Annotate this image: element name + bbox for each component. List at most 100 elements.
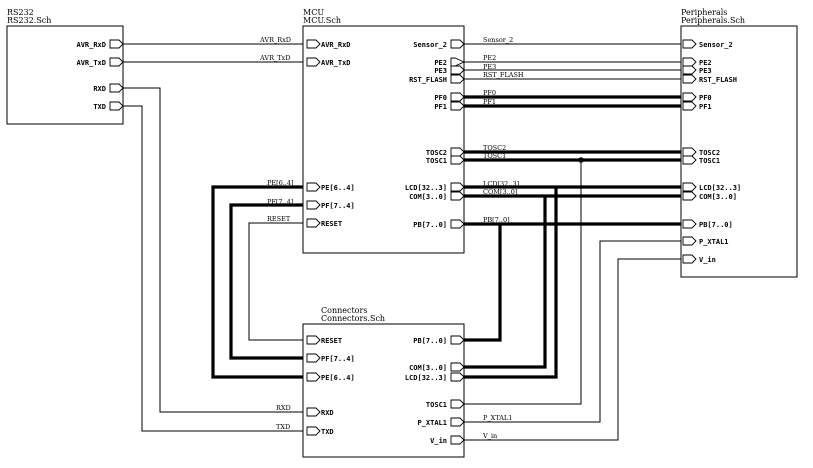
wire-reset[interactable] — [248, 222, 307, 341]
peripherals-pin-pb: PB[7..0] — [699, 221, 733, 229]
net-label-tosc1: TOSC1 — [483, 152, 506, 160]
connectors-port-lcd[interactable] — [450, 372, 465, 382]
mcu-pin-pf0: PF0 — [434, 94, 447, 102]
connectors-filename: Connectors.Sch — [321, 314, 385, 323]
wire-txd[interactable] — [123, 105, 307, 432]
connectors-pin-com: COM[3..0] — [409, 364, 447, 372]
mcu-pin-sensor2: Sensor_2 — [413, 41, 447, 49]
mcu-port-avr-rxd[interactable] — [306, 39, 321, 49]
peripherals-port-tosc2[interactable] — [682, 147, 697, 157]
connectors-pin-txd: TXD — [321, 428, 334, 436]
mcu-port-pe3[interactable] — [450, 65, 465, 75]
wire-com-connector[interactable] — [464, 196, 547, 369]
rs232-port-rxd[interactable] — [109, 83, 124, 93]
connectors-body[interactable] — [302, 323, 465, 458]
net-label-com: COM[3..0] — [483, 188, 517, 196]
mcu-port-sensor2[interactable] — [450, 39, 465, 49]
mcu-port-pe[interactable] — [306, 182, 321, 192]
net-label-rst-flash: RST_FLASH — [483, 71, 524, 79]
wire-pe-bus[interactable] — [211, 185, 307, 379]
net-label-pe: PE[6..4] — [267, 179, 294, 187]
mcu-port-pf1[interactable] — [450, 101, 465, 111]
peripherals-port-com[interactable] — [682, 191, 697, 201]
connectors-title: Connectors — [321, 306, 367, 315]
peripherals-port-pe2[interactable] — [682, 57, 697, 67]
connectors-port-pf[interactable] — [306, 353, 321, 363]
peripherals-body[interactable] — [680, 25, 798, 278]
peripherals-pin-pe3: PE3 — [699, 67, 712, 75]
peripherals-port-rst-flash[interactable] — [682, 74, 697, 84]
mcu-port-tosc1[interactable] — [450, 155, 465, 165]
connectors-pin-tosc1: TOSC1 — [426, 401, 447, 409]
connectors-port-com[interactable] — [450, 362, 465, 372]
mcu-port-com[interactable] — [450, 191, 465, 201]
peripherals-port-sensor2[interactable] — [682, 39, 697, 49]
connectors-port-tosc1[interactable] — [450, 399, 465, 409]
mcu-pin-pb: PB[7..0] — [413, 221, 447, 229]
mcu-port-pb[interactable] — [450, 219, 465, 229]
mcu-port-pe2[interactable] — [450, 57, 466, 67]
peripherals-port-pb[interactable] — [682, 219, 697, 229]
net-label-reset: RESET — [267, 215, 291, 223]
rs232-port-txd[interactable] — [109, 101, 124, 111]
rs232-pin-txd: TXD — [93, 103, 106, 111]
mcu-port-pf0[interactable] — [450, 92, 465, 102]
peripherals-port-p-xtal1[interactable] — [682, 236, 697, 246]
peripherals-port-v-in[interactable] — [682, 254, 697, 264]
peripherals-sheet-symbol[interactable]: Peripherals Peripherals.Sch Sensor_2 PE2… — [680, 8, 798, 278]
rs232-sheet-symbol[interactable]: RS232 RS232.Sch AVR_RxD AVR_TxD RXD TXD — [6, 8, 124, 125]
mcu-pin-pe2: PE2 — [434, 59, 447, 67]
mcu-port-lcd[interactable] — [450, 182, 465, 192]
connectors-port-p-xtal1[interactable] — [450, 417, 465, 427]
connectors-port-txd[interactable] — [306, 426, 321, 436]
rs232-pin-avr-rxd: AVR_RxD — [76, 41, 106, 49]
peripherals-pin-p-xtal1: P_XTAL1 — [699, 238, 729, 246]
mcu-sheet-symbol[interactable]: MCU MCU.Sch AVR_RxD AVR_TxD PE[6..4] PF[… — [302, 8, 466, 254]
mcu-pin-lcd: LCD[32..3] — [405, 184, 447, 192]
mcu-pin-pf1: PF1 — [434, 103, 447, 111]
rs232-body[interactable] — [6, 25, 124, 125]
connectors-sheet-symbol[interactable]: Connectors Connectors.Sch RESET PF[7..4]… — [302, 306, 465, 458]
wire-lcd-connector[interactable] — [464, 187, 558, 379]
wires — [123, 43, 683, 441]
mcu-port-pf[interactable] — [306, 200, 321, 210]
mcu-port-avr-txd[interactable] — [306, 57, 321, 67]
net-label-txd: TXD — [276, 423, 290, 431]
peripherals-port-pf0[interactable] — [682, 92, 697, 102]
peripherals-pin-tosc1: TOSC1 — [699, 157, 720, 165]
connectors-port-reset[interactable] — [306, 335, 321, 345]
connectors-port-pe[interactable] — [306, 372, 321, 382]
peripherals-port-pe3[interactable] — [682, 65, 697, 75]
net-label-avr-rxd: AVR_RxD — [259, 36, 291, 44]
peripherals-port-tosc1[interactable] — [682, 155, 697, 165]
mcu-body[interactable] — [302, 25, 465, 254]
peripherals-port-pf1[interactable] — [682, 101, 697, 111]
wire-tosc1-connector[interactable] — [464, 160, 582, 405]
rs232-port-avr-txd[interactable] — [109, 57, 124, 67]
wire-v-in[interactable] — [464, 258, 683, 441]
wire-pf-bus[interactable] — [229, 203, 307, 360]
net-label-pf0: PF0 — [483, 89, 496, 97]
mcu-port-tosc2[interactable] — [450, 147, 465, 157]
connectors-port-pb[interactable] — [450, 335, 465, 345]
mcu-pin-pe: PE[6..4] — [321, 184, 355, 192]
mcu-port-rst-flash[interactable] — [450, 74, 465, 84]
wire-pb-connector[interactable] — [464, 224, 502, 342]
mcu-pin-tosc2: TOSC2 — [426, 149, 447, 157]
wire-p-xtal1[interactable] — [464, 240, 683, 423]
net-label-pf: PF[7..4] — [267, 198, 293, 206]
peripherals-pin-pe2: PE2 — [699, 59, 712, 67]
mcu-pin-tosc1: TOSC1 — [426, 157, 447, 165]
connectors-port-rxd[interactable] — [306, 407, 321, 417]
connectors-port-v-in[interactable] — [450, 435, 465, 445]
peripherals-pin-lcd: LCD[32..3] — [699, 184, 741, 192]
wire-rxd[interactable] — [123, 87, 307, 413]
mcu-port-reset[interactable] — [306, 218, 321, 228]
peripherals-port-lcd[interactable] — [682, 182, 697, 192]
peripherals-pin-rst-flash: RST_FLASH — [699, 76, 737, 84]
junction-dot — [578, 157, 584, 163]
mcu-pin-avr-txd: AVR_TxD — [321, 59, 351, 67]
peripherals-pin-v-in: V_in — [699, 256, 716, 264]
rs232-pin-avr-txd: AVR_TxD — [76, 59, 106, 67]
rs232-port-avr-rxd[interactable] — [109, 39, 124, 49]
